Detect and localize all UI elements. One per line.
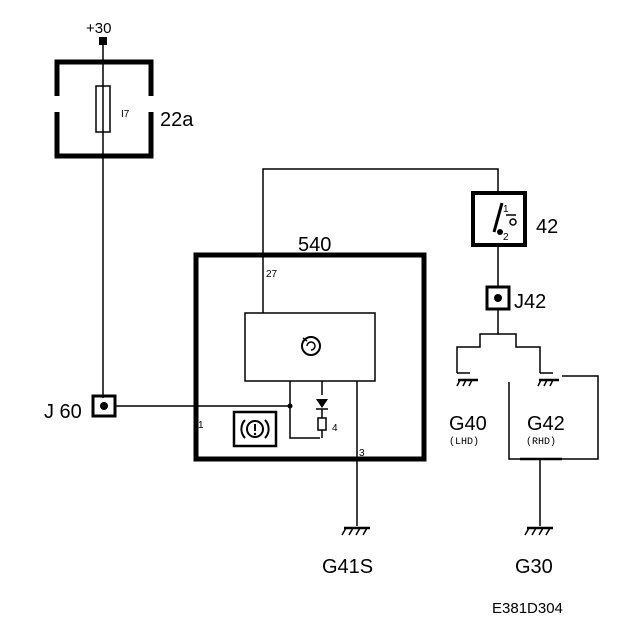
control-unit	[244, 312, 376, 382]
internal-wire	[289, 381, 320, 439]
figure-id: E381D304	[492, 600, 563, 617]
fuse-box-label: 22a	[160, 109, 194, 131]
ground-g40-note: (LHD)	[449, 436, 479, 448]
fuse-element	[95, 85, 111, 133]
resistor-icon	[317, 417, 327, 438]
module-label: 540	[298, 234, 331, 256]
ground-g30-label: G30	[515, 556, 553, 578]
diode-icon	[316, 399, 328, 418]
ground-g40-icon	[456, 372, 478, 387]
ground-g40-label: G40	[449, 413, 487, 435]
fuse-label: I7	[121, 109, 130, 120]
brake-switch-42: 1 2 42	[471, 191, 558, 247]
module-pin-4: 4	[332, 423, 338, 434]
connector-j42-label: J42	[514, 291, 546, 313]
switch-pin-2: 2	[503, 232, 509, 243]
motor-symbol-icon	[301, 336, 321, 356]
brake-warning-lamp-icon	[232, 410, 278, 448]
ground-bracket	[508, 382, 520, 460]
switch-pin-1: 1	[503, 204, 509, 215]
supply-terminal: +30	[86, 20, 111, 45]
module-pin-3: 3	[359, 448, 365, 459]
wire-module-switch	[262, 168, 499, 313]
ground-g41s-icon	[341, 526, 370, 536]
module-pin-1: 1	[198, 420, 204, 431]
supply-label: +30	[86, 20, 111, 37]
module-pin-27: 27	[266, 269, 278, 280]
ground-g41s-label: G41S	[322, 556, 373, 578]
wire-j42-split	[456, 309, 499, 373]
module-540: 540 27 1 3 4	[193, 234, 427, 462]
connector-j42: J42	[485, 285, 546, 313]
ground-g42-label: G42	[527, 413, 565, 435]
ground-g30-icon	[524, 526, 553, 536]
fuse-box-22a: I7 22a	[52, 59, 194, 159]
ground-g42-icon	[537, 372, 559, 387]
ground-g42-note: (RHD)	[526, 436, 556, 448]
connector-j60: J 60	[44, 394, 117, 423]
connector-j60-label: J 60	[44, 401, 82, 423]
switch-label: 42	[536, 216, 558, 238]
